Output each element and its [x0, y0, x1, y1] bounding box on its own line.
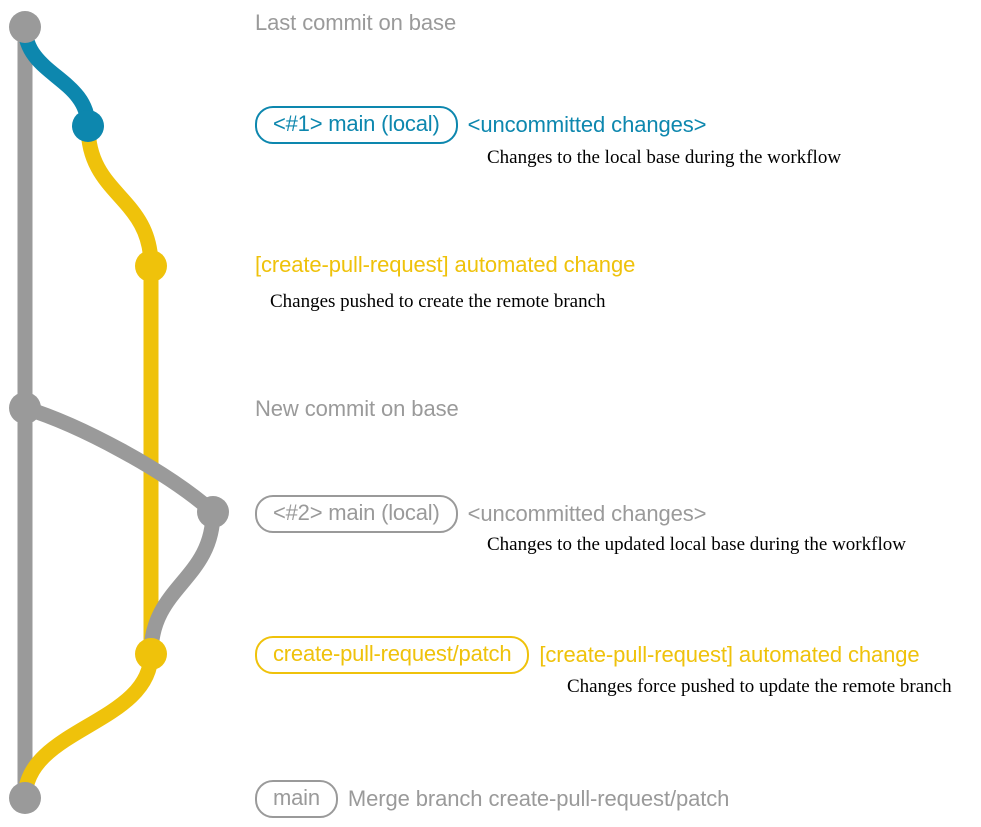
- commit-row-local-2: <#2> main (local) <uncommitted changes>: [255, 495, 707, 533]
- commit-node-base-last[interactable]: [9, 11, 41, 43]
- branch-badge-main[interactable]: main: [255, 780, 338, 818]
- branch-badge-local-2[interactable]: <#2> main (local): [255, 495, 458, 533]
- commit-subject: Last commit on base: [255, 10, 457, 35]
- commit-subject: Merge branch create-pull-request/patch: [347, 786, 730, 811]
- commit-description-local-2: Changes to the updated local base during…: [487, 534, 906, 555]
- commit-node-local-1[interactable]: [72, 110, 104, 142]
- edge-patch-to-main: [17, 646, 159, 806]
- commit-node-patch-2[interactable]: [135, 638, 167, 670]
- commit-subject: [create-pull-request] automated change: [539, 642, 920, 667]
- commit-subject: <uncommitted changes>: [467, 501, 707, 526]
- edge-base-to-local-1: [17, 19, 96, 134]
- branch-badge-create-pull-request-patch[interactable]: create-pull-request/patch: [255, 636, 530, 674]
- commit-description-automated-change-1: Changes pushed to create the remote bran…: [270, 291, 606, 312]
- commit-row-last-commit-on-base: Last commit on base: [255, 12, 456, 34]
- commit-node-main-merge[interactable]: [9, 782, 41, 814]
- commit-row-automated-change-1: [create-pull-request] automated change: [255, 254, 635, 276]
- commit-subject: New commit on base: [255, 396, 459, 421]
- commit-row-new-commit-on-base: New commit on base: [255, 398, 459, 420]
- commit-node-patch-1[interactable]: [135, 250, 167, 282]
- branch-badge-local-1[interactable]: <#1> main (local): [255, 106, 458, 144]
- commit-row-merge: main Merge branch create-pull-request/pa…: [255, 780, 729, 818]
- commit-node-base-new[interactable]: [9, 392, 41, 424]
- commit-description-automated-change-2: Changes force pushed to update the remot…: [567, 676, 952, 697]
- edge-base-to-local-2: [17, 400, 221, 520]
- commit-subject: <uncommitted changes>: [467, 112, 707, 137]
- commit-row-local-1: <#1> main (local) <uncommitted changes>: [255, 106, 707, 144]
- edge-local-1-to-patch-1: [80, 118, 159, 274]
- commit-node-local-2[interactable]: [197, 496, 229, 528]
- commit-description-local-1: Changes to the local base during the wor…: [487, 147, 842, 168]
- commit-row-automated-change-2: create-pull-request/patch [create-pull-r…: [255, 636, 920, 674]
- edge-local-2-to-patch-2: [143, 504, 221, 662]
- commit-subject: [create-pull-request] automated change: [255, 252, 636, 277]
